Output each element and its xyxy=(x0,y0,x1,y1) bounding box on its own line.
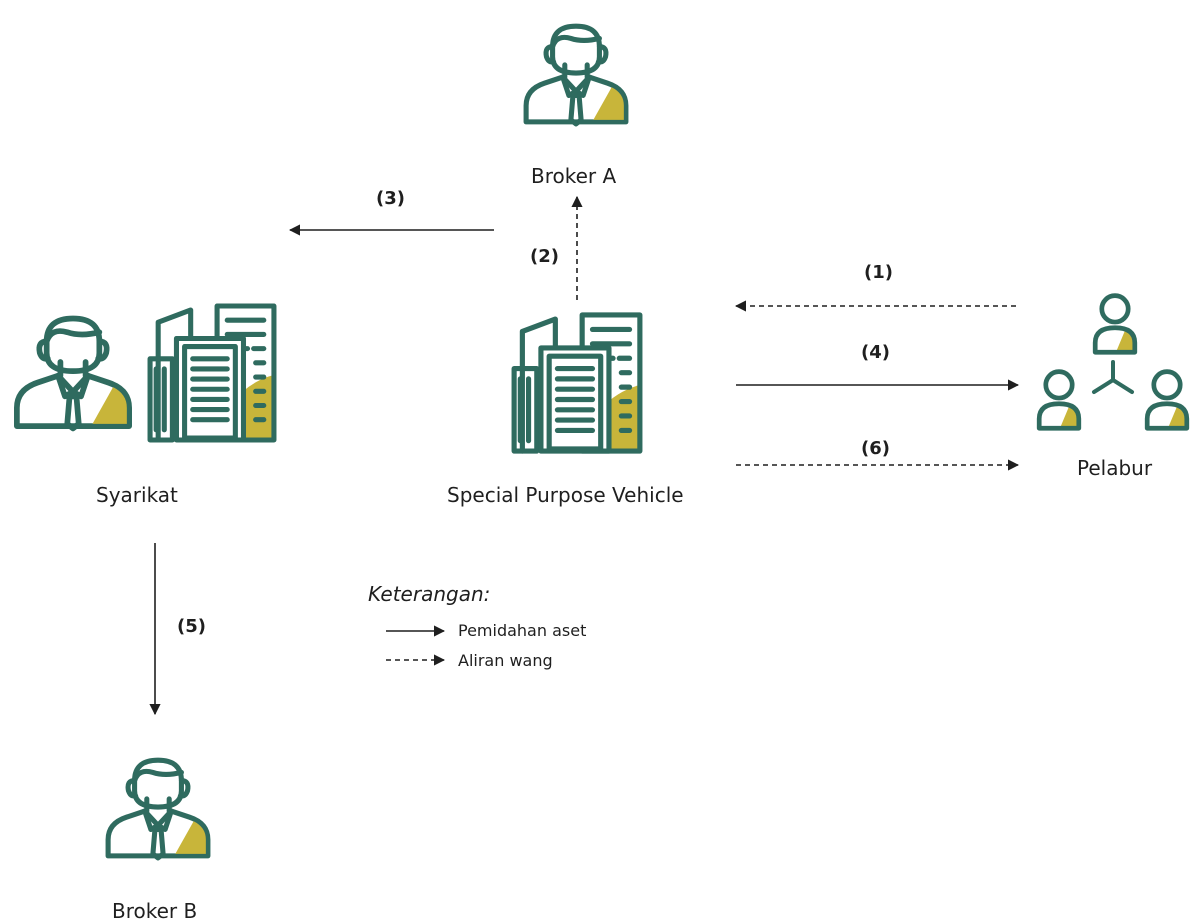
step-2-label: (2) xyxy=(530,246,559,267)
step-4-label: (4) xyxy=(861,342,890,363)
broker-a-label: Broker A xyxy=(531,164,617,188)
spv-label: Special Purpose Vehicle xyxy=(447,483,684,507)
syarikat-person-icon xyxy=(17,318,129,428)
step-6-label: (6) xyxy=(861,438,890,459)
syarikat-label: Syarikat xyxy=(96,483,178,507)
broker-b-label: Broker B xyxy=(112,899,198,923)
step-5-label: (5) xyxy=(177,616,206,637)
step-3-label: (3) xyxy=(376,188,405,209)
pelabur-group-icon xyxy=(1039,296,1187,429)
syarikat-building-icon xyxy=(150,306,274,440)
legend-solid-label: Pemidahan aset xyxy=(458,621,587,640)
spv-building-icon xyxy=(514,315,640,451)
step-1-label: (1) xyxy=(864,262,893,283)
legend-title: Keterangan: xyxy=(368,582,491,606)
broker-b-person-icon xyxy=(108,760,208,858)
broker-a-person-icon xyxy=(526,26,626,124)
pelabur-label: Pelabur xyxy=(1077,456,1153,480)
legend-dashed-label: Aliran wang xyxy=(458,651,553,670)
